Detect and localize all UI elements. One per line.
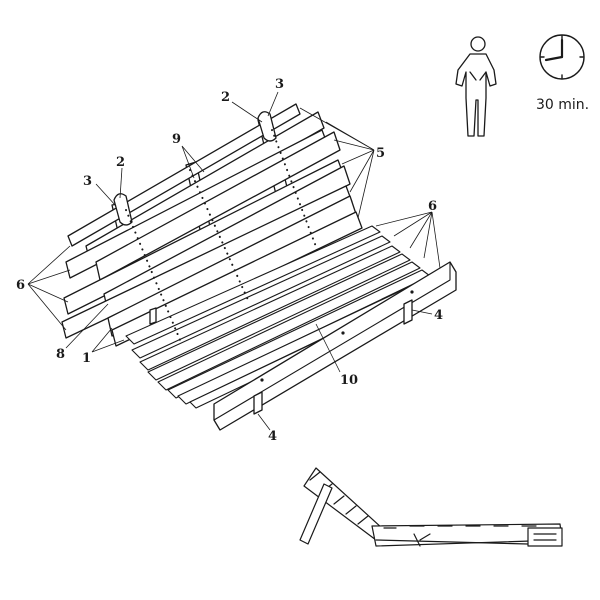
rail-screw-1 <box>260 378 264 382</box>
callout-4-right: 4 <box>434 308 443 323</box>
callout-9: 9 <box>172 132 181 147</box>
seat-slat-1 <box>125 225 381 345</box>
person-icon <box>455 36 497 137</box>
backrest-slat-9 <box>111 211 363 347</box>
backrest <box>61 103 363 347</box>
dotted-guide-2 <box>189 169 249 301</box>
dotted-guide-1 <box>125 209 181 341</box>
callout-6-left: 6 <box>16 278 25 293</box>
leg-right <box>403 299 413 325</box>
seat-slat-4 <box>147 253 411 381</box>
callout-6-right: 6 <box>428 199 437 214</box>
callout-2-right: 2 <box>221 90 230 105</box>
rail-screw-2 <box>341 331 345 335</box>
side-profile-view <box>299 467 563 547</box>
assembly-duration: 30 min. <box>536 97 589 113</box>
leg-front <box>253 391 263 415</box>
seat-slat-3 <box>139 245 401 371</box>
callout-3-left: 3 <box>83 174 92 189</box>
callout-1: 1 <box>82 351 91 366</box>
seat-slat-2 <box>131 235 391 359</box>
callout-5: 5 <box>376 146 385 161</box>
seat <box>125 225 457 431</box>
clock-icon <box>539 34 585 80</box>
hinge-bracket-left <box>113 193 133 226</box>
profile-front-rail <box>527 527 563 547</box>
callout-3-right: 3 <box>275 77 284 92</box>
callout-8: 8 <box>56 347 65 362</box>
profile-leg <box>299 483 333 545</box>
callout-10: 10 <box>340 373 358 388</box>
backrest-slat-4 <box>95 131 341 281</box>
callout-2-left: 2 <box>116 155 125 170</box>
callout-4-front: 4 <box>268 429 277 444</box>
hinge-bracket-right <box>257 111 277 142</box>
callout-labels: 2 3 2 3 9 5 6 6 8 1 10 4 4 <box>16 77 443 444</box>
seat-slat-5 <box>157 261 421 391</box>
assembly-guides <box>125 129 319 341</box>
rail-screw-3 <box>410 290 414 294</box>
leader-lines <box>27 91 441 431</box>
leg-back-left <box>149 307 157 325</box>
